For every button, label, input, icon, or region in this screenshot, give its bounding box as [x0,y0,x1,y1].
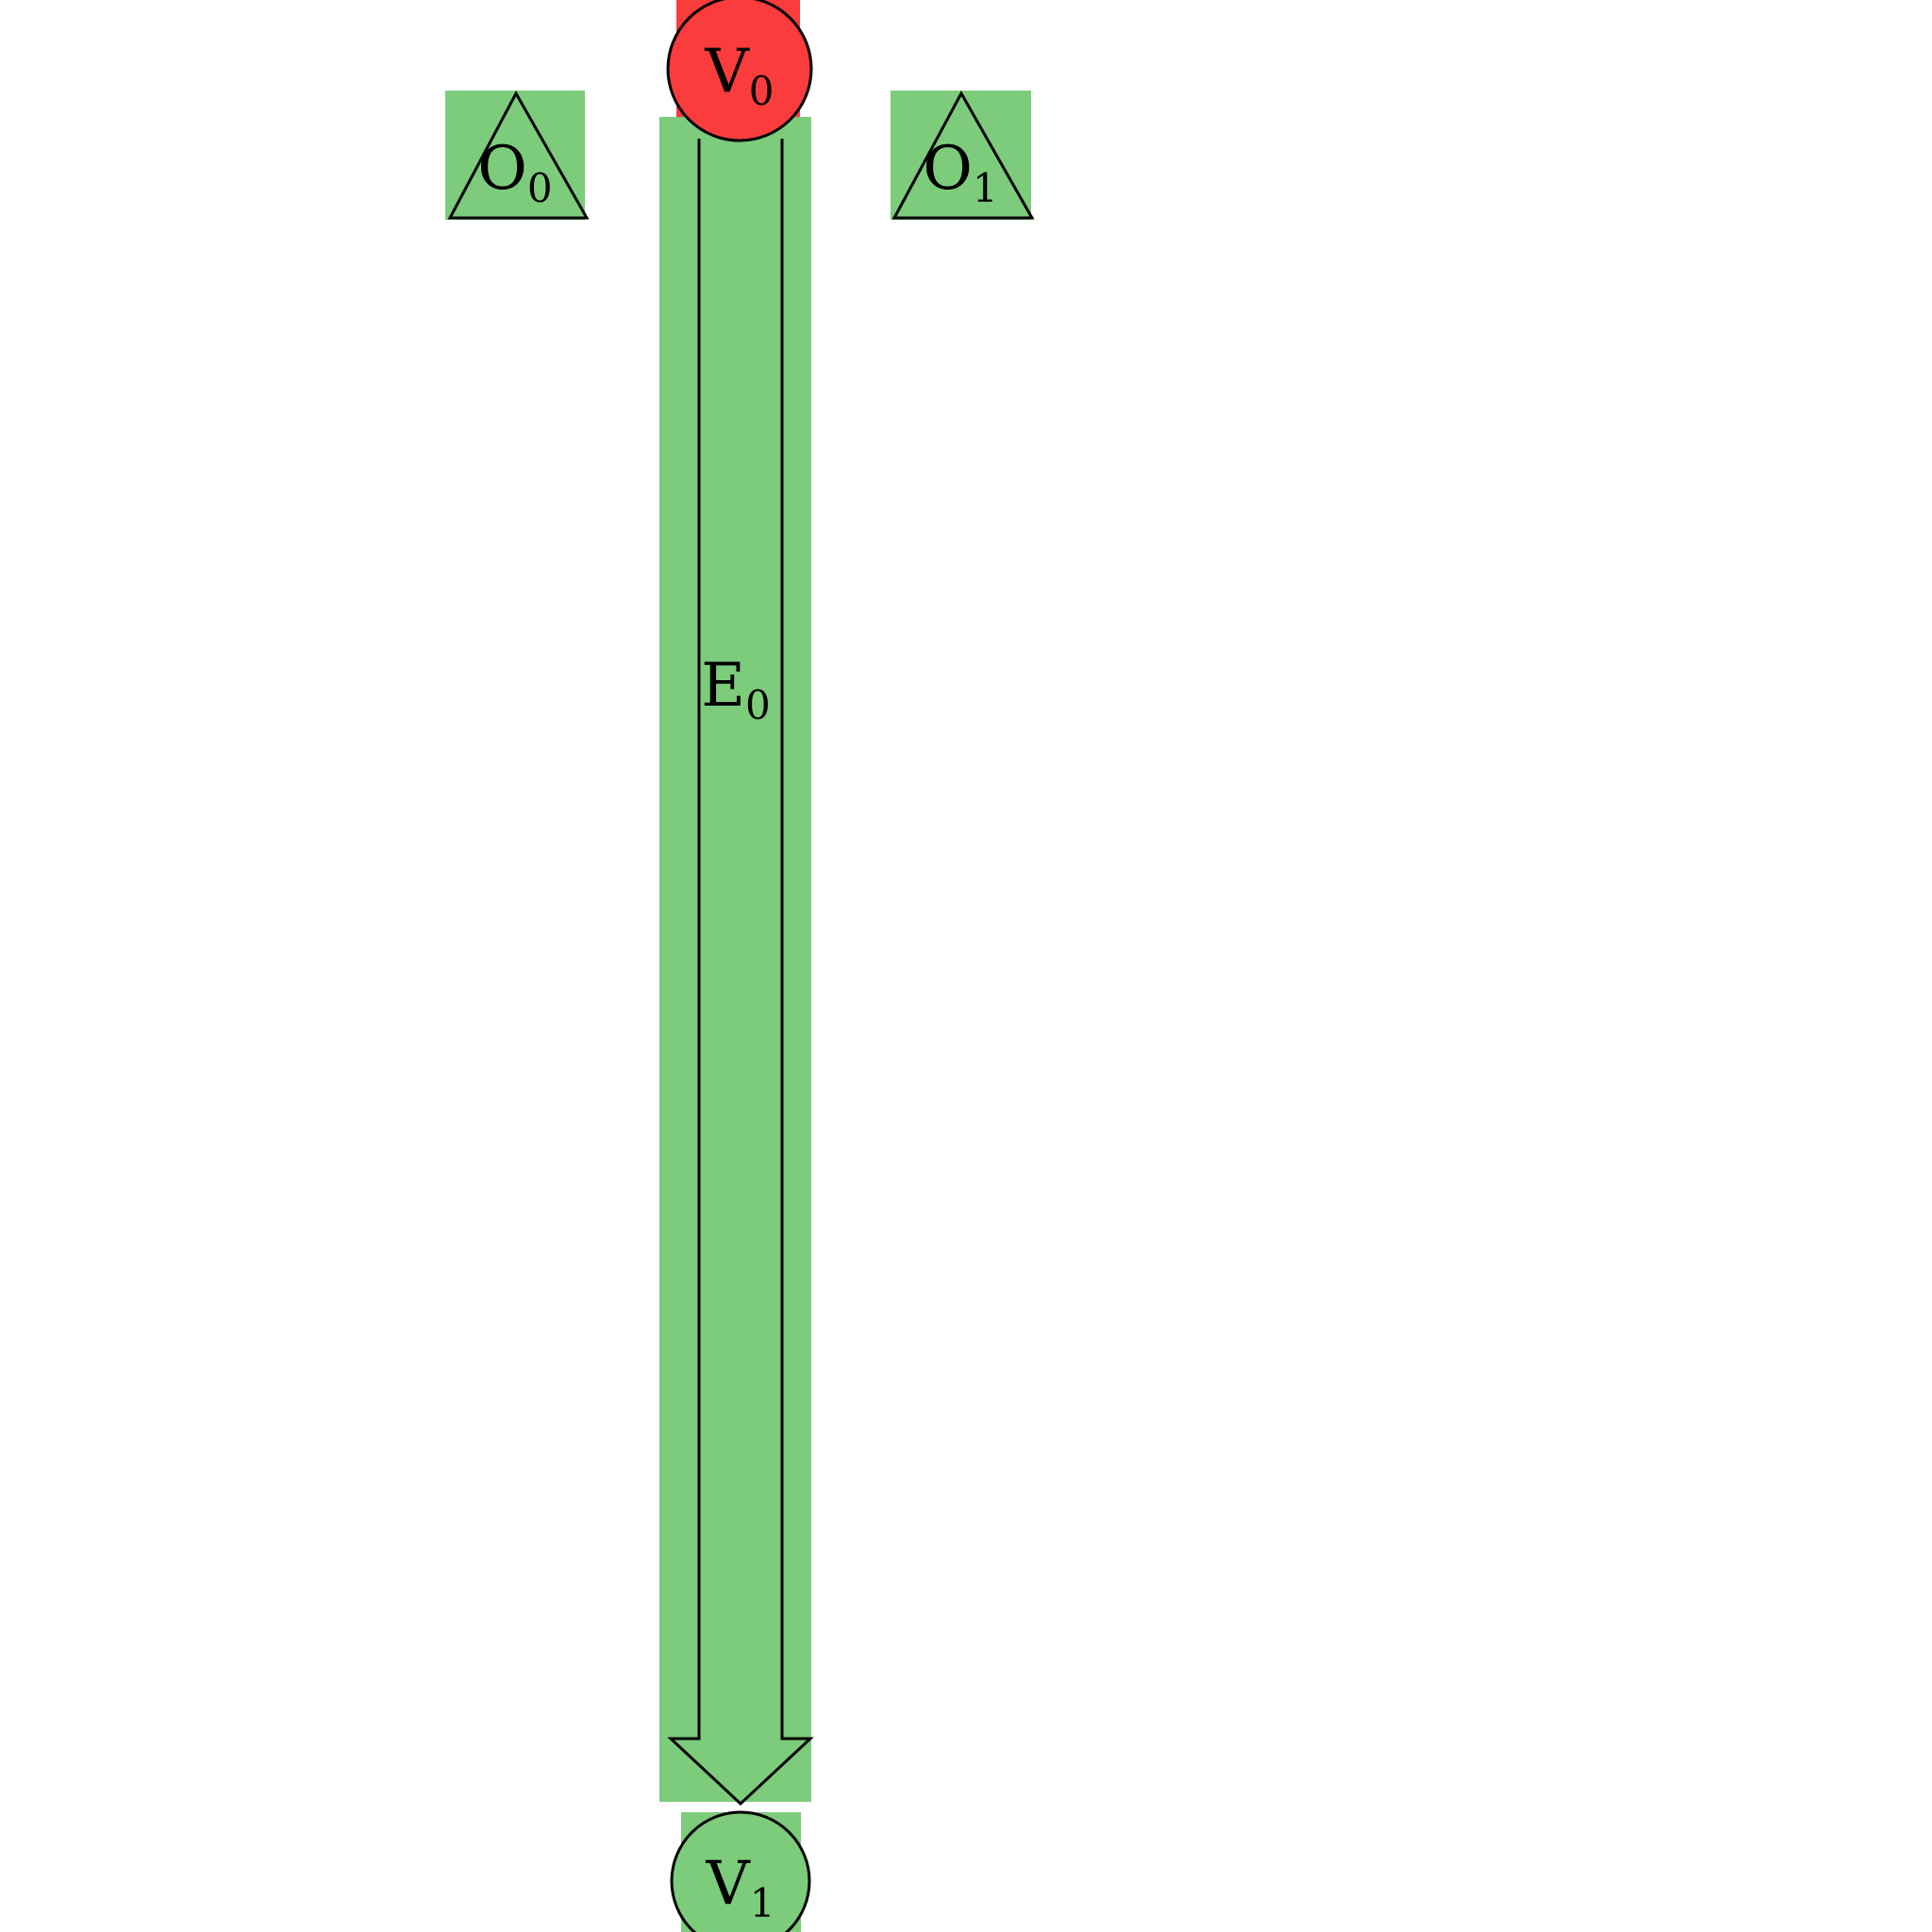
observation-o1-triangle [891,90,1035,220]
observation-o1-square [891,91,1031,220]
observation-o0-triangle [447,90,590,220]
observation-o1-label: O1 [923,134,997,211]
vertex-v0-circle [666,0,813,142]
edge-e0-arrow [667,139,814,1807]
vertex-v0-label: V0 [705,37,774,114]
edge-e0-bar [659,117,811,1802]
vertex-v1-label: V1 [706,1849,775,1926]
observation-o0-square [445,91,585,220]
observation-o0-label: O0 [477,134,552,211]
vertex-v1-circle [670,1810,811,1932]
edge-e0-label: E0 [701,651,770,728]
